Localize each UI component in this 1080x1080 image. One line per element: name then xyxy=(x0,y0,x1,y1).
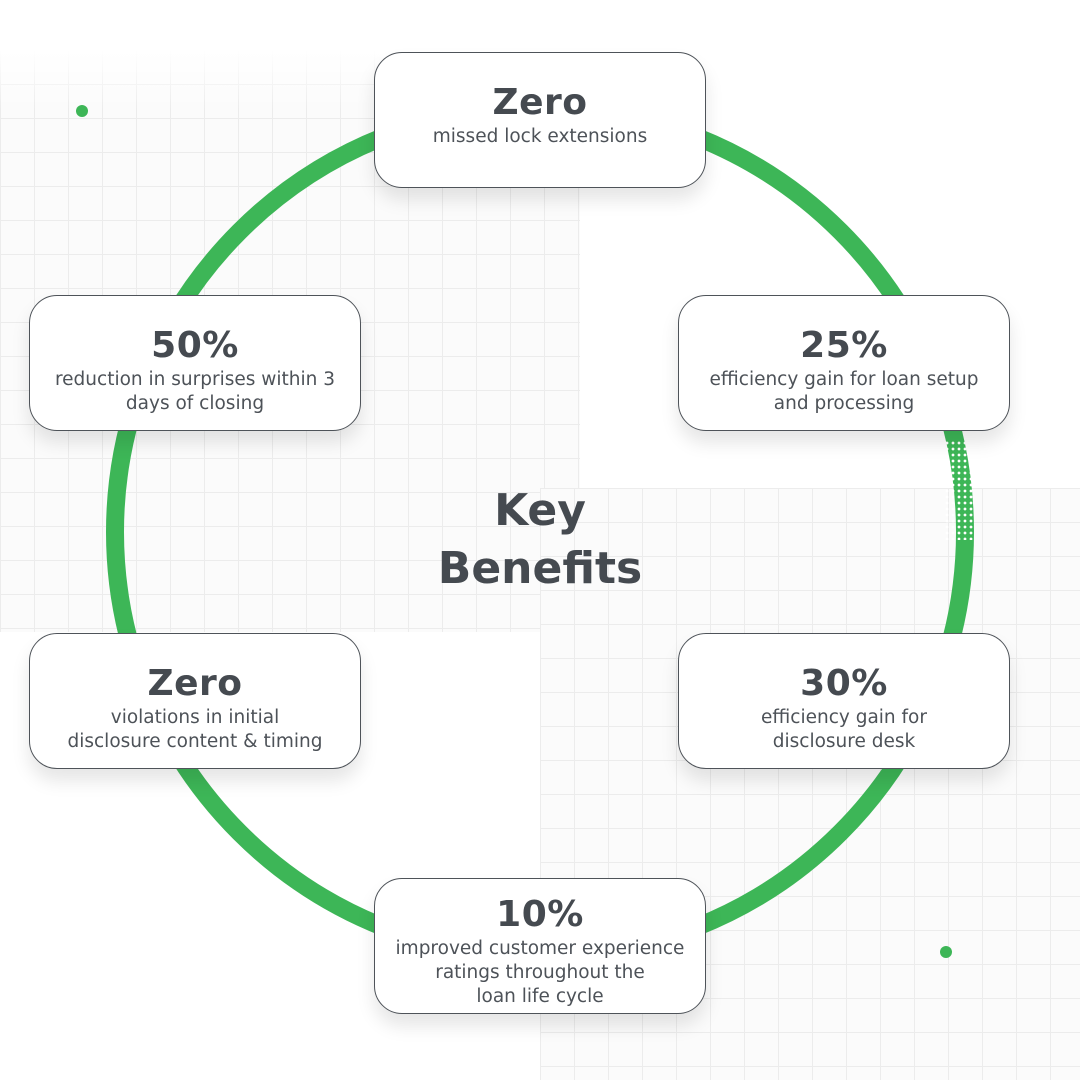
benefit-card-loan-setup: 25% efficiency gain for loan setup and p… xyxy=(678,295,1010,431)
benefit-card-closing-surprises: 50% reduction in surprises within 3 days… xyxy=(29,295,361,431)
benefit-description: improved customer experience ratings thr… xyxy=(395,938,685,1007)
benefit-card-disclosure-violations: Zero violations in initial disclosure co… xyxy=(29,633,361,769)
accent-dot-bottom-right xyxy=(940,946,952,958)
benefit-description: reduction in surprises within 3 days of … xyxy=(54,369,336,414)
benefit-value: 10% xyxy=(496,894,584,935)
benefit-value: 25% xyxy=(800,325,888,366)
benefit-value: 30% xyxy=(800,663,888,704)
accent-dot-top-left xyxy=(76,105,88,117)
benefit-description: efficiency gain for disclosure desk xyxy=(761,707,927,752)
benefit-description: violations in initial disclosure content… xyxy=(67,707,323,752)
benefit-value: Zero xyxy=(492,82,588,123)
benefit-card-disclosure-desk: 30% efficiency gain for disclosure desk xyxy=(678,633,1010,769)
center-title: Key Benefits xyxy=(437,485,643,594)
benefit-value: Zero xyxy=(147,663,243,704)
benefit-value: 50% xyxy=(151,325,239,366)
benefit-description: efficiency gain for loan setup and proce… xyxy=(709,369,979,414)
dot-pattern xyxy=(944,440,974,540)
benefit-description: missed lock extensions xyxy=(432,126,648,147)
benefit-card-lock-extensions: Zero missed lock extensions xyxy=(374,52,706,188)
benefit-card-customer-experience: 10% improved customer experience ratings… xyxy=(374,878,706,1014)
